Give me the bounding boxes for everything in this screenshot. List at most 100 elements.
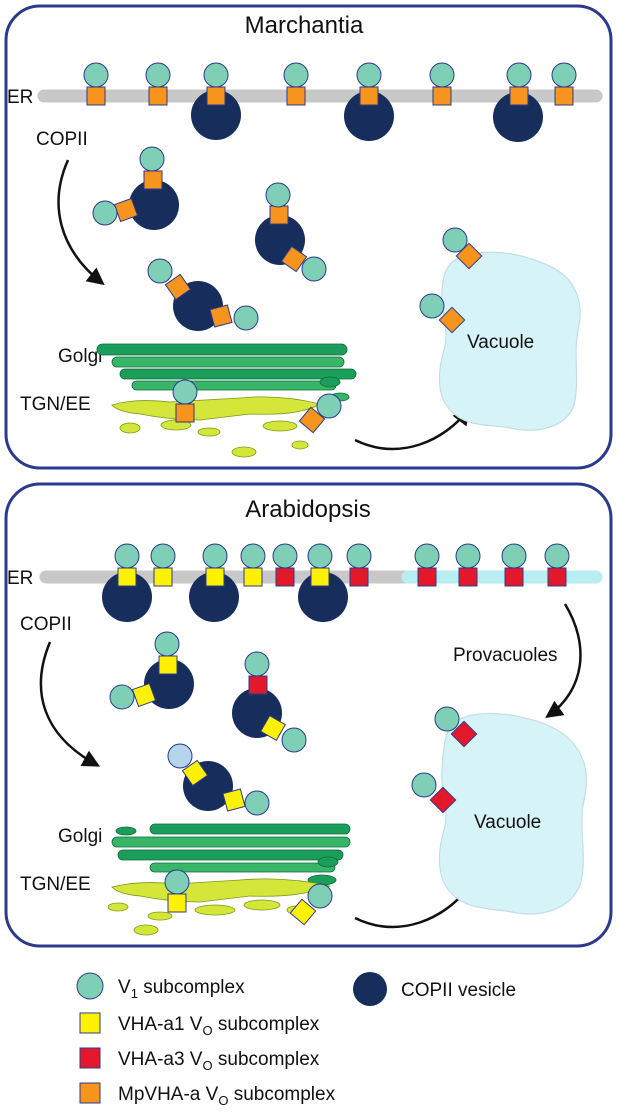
vesicle-pump-complex <box>167 743 270 816</box>
mpvha-a-subunit <box>209 304 233 328</box>
vha-a1-subunit <box>153 567 173 587</box>
v1-subcomplex <box>265 182 291 208</box>
copii-vesicle <box>493 92 543 142</box>
v1-subcomplex <box>92 200 118 226</box>
v1-subcomplex <box>139 146 165 172</box>
panel-arabidopsis: Arabidopsis ER <box>4 482 613 948</box>
vha-a1-subunit <box>289 898 317 926</box>
copii-label: COPII <box>36 129 88 150</box>
tgn-label: TGN/EE <box>20 394 91 415</box>
mpvha-a-subunit <box>269 205 289 225</box>
vha-a1-subunit <box>205 567 225 587</box>
legend-mpvha-a-label: MpVHA-a VO subcomplex <box>118 1084 336 1108</box>
copii-vesicle <box>191 90 241 140</box>
v1-subcomplex <box>301 256 327 282</box>
v1-subcomplex <box>233 305 259 331</box>
v1-subcomplex <box>316 393 342 419</box>
v1-swatch <box>76 972 104 1000</box>
provacuoles-label: Provacuoles <box>453 645 558 666</box>
copii-vesicle <box>344 91 394 141</box>
vacuole-label: Vacuole <box>474 812 541 833</box>
vha-a3-subunit <box>547 567 567 587</box>
vesicle-pump-complex <box>255 182 327 282</box>
vacuole-pumps <box>411 706 478 814</box>
copii-vesicle-swatch <box>353 972 387 1006</box>
vha-a1-subunit <box>260 715 286 741</box>
v1-subcomplex <box>307 543 333 569</box>
legend-copii-label: COPII vesicle <box>401 980 516 1001</box>
copii-label: COPII <box>20 614 72 635</box>
v1-subcomplex <box>442 227 468 253</box>
vha-a3-subunit <box>504 567 524 587</box>
vha-a1-subunit <box>158 655 178 675</box>
copii-vesicle <box>102 572 152 622</box>
legend-item-vha-a1: VHA-a1 VO subcomplex <box>79 1012 320 1038</box>
vesicle-pump-complex <box>109 631 194 710</box>
panel-marchantia: Marchantia ER COPII <box>4 4 613 470</box>
v1-subcomplex <box>429 62 455 88</box>
mpvha-a-subunit <box>438 306 466 334</box>
v1-subcomplex <box>356 62 382 88</box>
mpvha-a-swatch <box>79 1082 101 1104</box>
er-label: ER <box>7 568 33 589</box>
legend-vha-a3-label: VHA-a3 VO subcomplex <box>118 1049 320 1073</box>
v1-subcomplex <box>150 543 176 569</box>
v1-subcomplex <box>411 772 437 798</box>
v1-subcomplex <box>506 62 532 88</box>
v1-subcomplex <box>283 62 309 88</box>
mpvha-a-subunit <box>359 86 379 106</box>
panel-title: Marchantia <box>245 12 364 39</box>
mpvha-a-subunit <box>509 86 529 106</box>
tgn-label: TGN/EE <box>20 874 91 895</box>
mpvha-a-subunit <box>286 86 306 106</box>
vha-a3-subunit <box>458 567 478 587</box>
v1-subcomplex <box>203 62 229 88</box>
golgi-stack <box>111 823 351 886</box>
vha-a3-subunit <box>248 675 268 695</box>
v1-subcomplex <box>172 379 198 405</box>
vha-a3-subunit <box>429 786 457 814</box>
v1-subcomplex <box>414 543 440 569</box>
mpvha-a-subunit <box>164 273 192 301</box>
v1-subcomplex <box>455 543 481 569</box>
v1-subcomplex <box>419 293 445 319</box>
v1-subcomplex <box>202 543 228 569</box>
legend-item-mpvha-a: MpVHA-a VO subcomplex <box>79 1082 336 1108</box>
copii-vesicle <box>129 180 179 230</box>
mpvha-a-subunit <box>206 86 226 106</box>
legend-vha-a1-label: VHA-a1 VO subcomplex <box>118 1014 320 1038</box>
vha-a3-subunit <box>450 720 478 748</box>
v1-subcomplex <box>551 62 577 88</box>
vacuole-label: Vacuole <box>467 332 534 353</box>
vha-a3-subunit <box>275 567 295 587</box>
er-label: ER <box>7 87 33 108</box>
v1-subcomplex <box>307 883 333 909</box>
mpvha-a-subunit <box>143 170 163 190</box>
vha-a1-subunit <box>117 567 137 587</box>
vacuole-pumps <box>419 227 483 334</box>
legend-item-vha-a3: VHA-a3 VO subcomplex <box>79 1047 320 1073</box>
v1-subcomplex <box>154 631 180 657</box>
mpvha-a-subunit <box>113 197 139 223</box>
mpvha-a-subunit <box>554 86 574 106</box>
golgi-label: Golgi <box>58 346 102 367</box>
v1-subcomplex-light <box>167 743 193 769</box>
v1-subcomplex <box>83 62 109 88</box>
v1-subcomplex <box>346 543 372 569</box>
v1-subcomplex <box>147 258 173 284</box>
mpvha-a-subunit <box>280 245 308 273</box>
v1-subcomplex <box>544 543 570 569</box>
vha-a1-subunit <box>167 893 187 913</box>
v1-subcomplex <box>244 651 270 677</box>
vha-a1-subunit <box>243 567 263 587</box>
v1-subcomplex <box>281 727 307 753</box>
vha-a1-subunit <box>181 759 209 787</box>
copii-vesicle <box>144 659 194 709</box>
legend-item-v1: V1 subcomplex <box>76 972 245 1001</box>
provacuoles-arrow <box>545 603 582 719</box>
legend: V1 subcomplex COPII vesicle VHA-a1 VO su… <box>76 972 516 1108</box>
legend-v1-label: V1 subcomplex <box>118 977 245 1001</box>
vha-a1-subunit <box>310 567 330 587</box>
mpvha-a-subunit <box>86 86 106 106</box>
